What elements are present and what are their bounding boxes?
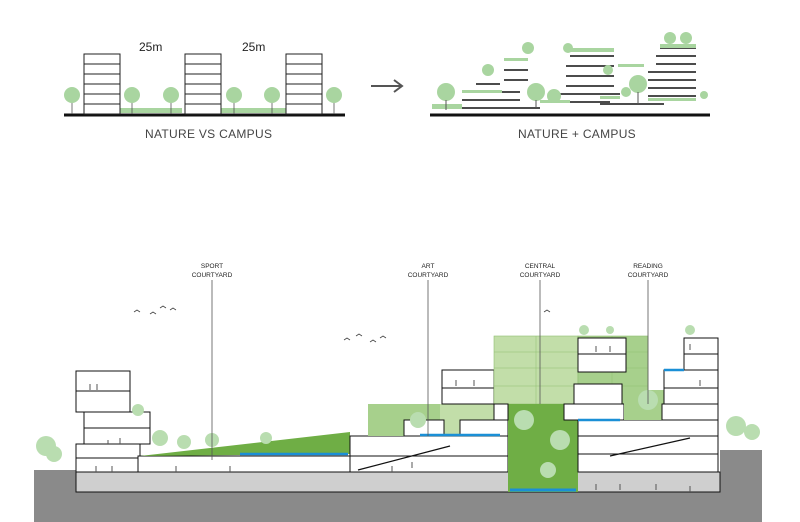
- caption-nature-plus-campus: NATURE + CAMPUS: [518, 127, 636, 141]
- person-icon: [89, 344, 701, 492]
- courtyard-label-line1: READING: [633, 263, 663, 270]
- label-art-courtyard: ART COURTYARD: [383, 262, 473, 280]
- ramp-line: [357, 445, 451, 471]
- ground-mass: [34, 450, 762, 522]
- grass-strip: [100, 108, 182, 113]
- dimension-label: 25m: [242, 40, 266, 54]
- central-courtyard-block: [493, 337, 719, 473]
- green-slope-roof: [140, 432, 350, 456]
- label-central-courtyard: CENTRAL COURTYARD: [495, 262, 585, 280]
- tree-icon: [437, 32, 708, 110]
- dimension-label: 25m: [139, 40, 163, 54]
- courtyard-leader-lines: [211, 280, 649, 460]
- tower-building: [83, 53, 121, 115]
- sport-courtyard-block: [137, 455, 351, 473]
- tower-building: [184, 53, 222, 115]
- reading-courtyard-block: [661, 337, 719, 421]
- tree-icon: [36, 325, 760, 478]
- caption-nature-vs-campus: NATURE VS CAMPUS: [145, 127, 273, 141]
- arrow-right-icon: [371, 79, 404, 93]
- grass-strip: [220, 108, 286, 113]
- label-reading-courtyard: READING COURTYARD: [603, 262, 693, 280]
- courtyard-label-line1: CENTRAL: [524, 263, 556, 270]
- courtyard-label-line2: COURTYARD: [627, 272, 669, 279]
- basement-band: [75, 471, 721, 493]
- ramp-line: [609, 437, 691, 457]
- art-courtyard-block: [349, 435, 509, 473]
- courtyard-label-line1: ART: [421, 263, 435, 270]
- label-sport-courtyard: SPORT COURTYARD: [167, 262, 257, 280]
- tree-icon: [64, 87, 342, 114]
- courtyard-label-line1: SPORT: [200, 263, 224, 270]
- courtyard-label-line2: COURTYARD: [191, 272, 233, 279]
- courtyard-label-line2: COURTYARD: [407, 272, 449, 279]
- bird-icon: [133, 305, 551, 343]
- courtyard-label-line2: COURTYARD: [519, 272, 561, 279]
- tower-building: [285, 53, 323, 115]
